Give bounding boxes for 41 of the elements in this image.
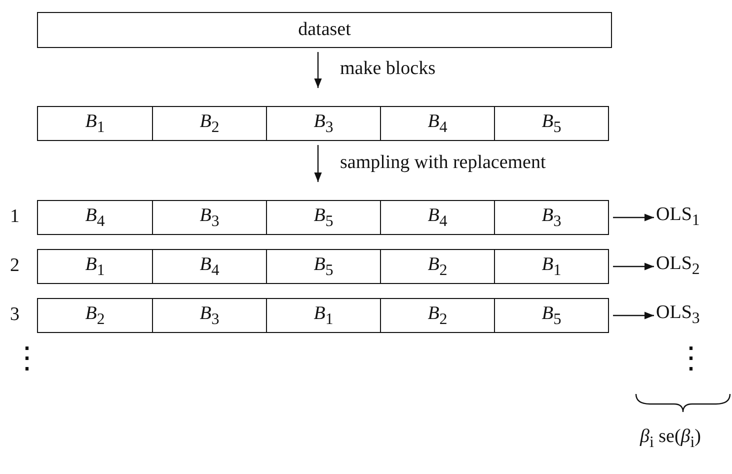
arrow [613, 312, 654, 320]
box-label: dataset [298, 19, 351, 41]
arrow [613, 214, 654, 222]
block-label: B$_{3}$ [200, 204, 220, 230]
block-label: B$_{4}$ [200, 254, 220, 280]
block-label: B$_{2}$ [428, 302, 448, 328]
model-label: OLS$_{2}$ [656, 253, 700, 279]
block-label: B$_{5}$ [314, 254, 334, 280]
arrow [613, 262, 654, 270]
block-label: B$_{2}$ [85, 302, 105, 328]
vertical-ellipsis: ⋮ [676, 341, 706, 376]
block-label: B$_{3}$ [542, 204, 562, 230]
row-number: 1 [10, 206, 20, 228]
block-label: B$_{4}$ [428, 204, 448, 230]
block-label: B$_{1}$ [85, 110, 105, 136]
row-number: 2 [10, 255, 20, 277]
block-label: B$_{3}$ [314, 110, 334, 136]
block-row [37, 106, 609, 141]
model-label: OLS$_{3}$ [656, 302, 700, 328]
block-row [37, 200, 609, 235]
block-label: B$_{2}$ [428, 254, 448, 280]
block-row [37, 298, 609, 333]
block-label: B$_{5}$ [314, 204, 334, 230]
arrow [314, 145, 322, 182]
block-label: B$_{4}$ [428, 110, 448, 136]
model-label: OLS$_{1}$ [656, 204, 700, 230]
arrow [314, 52, 322, 88]
row-number: 3 [10, 304, 20, 326]
block-label: B$_{4}$ [85, 204, 105, 230]
result-label: β$_{i}$ se(β$_{i}$) [640, 426, 701, 452]
vertical-ellipsis: ⋮ [12, 341, 42, 376]
block-row [37, 249, 609, 284]
block-label: B$_{1}$ [542, 254, 562, 280]
edge-label: sampling with replacement [340, 152, 546, 174]
block-label: B$_{2}$ [200, 110, 220, 136]
dataset-box [37, 12, 612, 48]
block-label: B$_{1}$ [314, 302, 334, 328]
block-label: B$_{1}$ [85, 254, 105, 280]
block-label: B$_{5}$ [542, 302, 562, 328]
block-label: B$_{5}$ [542, 110, 562, 136]
block-label: B$_{3}$ [200, 302, 220, 328]
